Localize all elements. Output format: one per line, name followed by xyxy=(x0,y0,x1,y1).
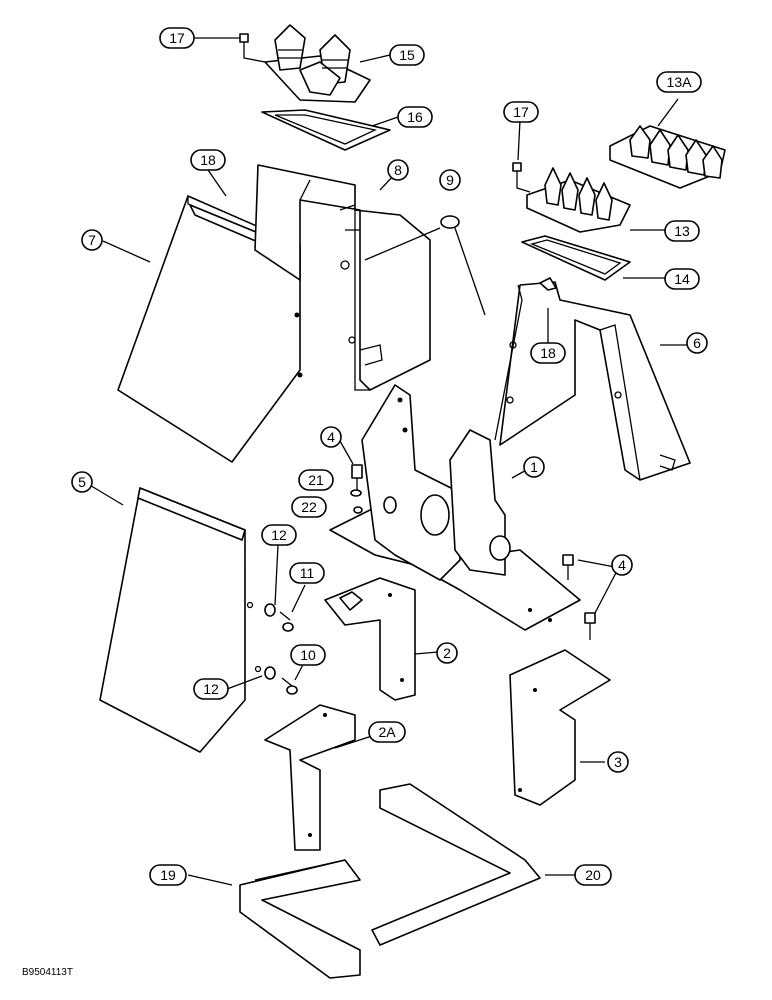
svg-text:11: 11 xyxy=(300,565,315,581)
part-2-bracket xyxy=(324,577,416,701)
svg-text:19: 19 xyxy=(160,867,176,883)
part-6-right-frame xyxy=(494,277,691,481)
callout-11: 11 xyxy=(289,562,325,584)
svg-text:21: 21 xyxy=(308,472,324,488)
svg-text:7: 7 xyxy=(88,232,96,248)
callout-14: 14 xyxy=(664,268,700,290)
svg-text:14: 14 xyxy=(674,271,690,287)
callout-5: 5 xyxy=(71,471,93,493)
part-4-bolt-right-a xyxy=(562,554,574,580)
leader-lines xyxy=(87,37,687,886)
svg-text:5: 5 xyxy=(78,474,86,490)
callout-20: 20 xyxy=(574,864,612,886)
svg-text:6: 6 xyxy=(693,335,701,351)
svg-text:4: 4 xyxy=(327,429,335,445)
part-8-left-frame xyxy=(254,164,431,391)
svg-text:8: 8 xyxy=(394,162,402,178)
callout-12-lower: 12 xyxy=(193,678,229,700)
part-12-washer-lower xyxy=(264,666,276,680)
part-10-screw xyxy=(281,677,298,695)
callout-4-left: 4 xyxy=(320,426,342,448)
svg-text:17: 17 xyxy=(169,30,185,46)
part-17-screw-right xyxy=(512,162,531,193)
callout-21: 21 xyxy=(298,469,334,491)
callout-17-right: 17 xyxy=(503,101,539,123)
callout-6: 6 xyxy=(686,332,708,354)
callout-19: 19 xyxy=(149,864,187,886)
svg-text:18: 18 xyxy=(200,152,216,168)
svg-text:15: 15 xyxy=(399,47,415,63)
svg-text:12: 12 xyxy=(203,681,219,697)
part-22-washer xyxy=(353,506,363,514)
callout-2: 2 xyxy=(436,642,458,664)
part-13a-boot-plate xyxy=(609,125,726,189)
svg-text:2A: 2A xyxy=(378,724,396,740)
part-1-main-mount xyxy=(329,384,581,631)
part-11-screw xyxy=(279,611,294,632)
part-4-bolt-right-b xyxy=(584,612,596,640)
part-17-screw-left xyxy=(239,33,266,63)
svg-text:18: 18 xyxy=(540,345,556,361)
callout-4-right: 4 xyxy=(611,554,633,576)
callout-22: 22 xyxy=(291,496,327,518)
svg-text:10: 10 xyxy=(300,647,316,663)
part-5-left-front-cover xyxy=(99,487,246,753)
part-15-left-boot-plate xyxy=(264,24,371,103)
svg-text:1: 1 xyxy=(530,459,538,475)
svg-text:9: 9 xyxy=(446,172,454,188)
callout-12-upper: 12 xyxy=(261,524,297,546)
callout-10: 10 xyxy=(290,644,326,666)
part-21-washer xyxy=(350,489,362,497)
callout-16: 16 xyxy=(397,106,433,128)
svg-text:16: 16 xyxy=(407,109,423,125)
svg-text:13A: 13A xyxy=(667,74,693,90)
svg-text:13: 13 xyxy=(674,223,690,239)
callout-9: 9 xyxy=(439,169,461,191)
part-19-foam xyxy=(239,859,361,979)
reference-code: B9504113T xyxy=(22,967,73,978)
svg-text:12: 12 xyxy=(271,527,287,543)
svg-text:3: 3 xyxy=(614,754,622,770)
callout-18-left: 18 xyxy=(190,149,226,171)
svg-text:17: 17 xyxy=(513,104,529,120)
callout-17-left: 17 xyxy=(159,27,195,49)
callout-8: 8 xyxy=(387,159,409,181)
part-9-plug xyxy=(364,215,486,316)
callout-15: 15 xyxy=(389,44,425,66)
callout-13: 13 xyxy=(664,220,700,242)
part-13-boot-plate xyxy=(526,167,631,233)
callout-3: 3 xyxy=(607,751,629,773)
part-3-bracket xyxy=(509,649,611,806)
part-20-foam xyxy=(371,783,541,946)
svg-text:4: 4 xyxy=(618,557,626,573)
svg-text:22: 22 xyxy=(301,499,317,515)
svg-text:20: 20 xyxy=(585,867,601,883)
svg-text:2: 2 xyxy=(443,645,451,661)
part-14-gasket xyxy=(521,235,631,281)
part-2a-bracket xyxy=(264,704,356,851)
part-16-gasket xyxy=(261,109,391,151)
callout-7: 7 xyxy=(81,229,103,251)
callout-1: 1 xyxy=(523,456,545,478)
part-12-washer-upper xyxy=(264,603,276,617)
callout-2a: 2A xyxy=(368,721,406,743)
callout-13a: 13A xyxy=(656,71,702,93)
callout-18-right: 18 xyxy=(530,342,566,364)
